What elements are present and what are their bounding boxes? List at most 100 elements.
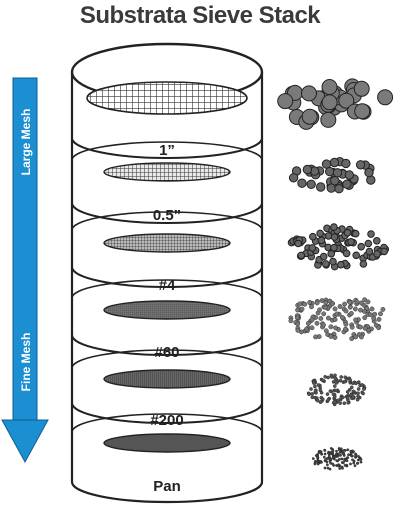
particle: [299, 306, 305, 312]
particle: [365, 299, 371, 305]
particle: [358, 300, 364, 306]
particle: [309, 304, 314, 310]
particle: [319, 390, 324, 395]
particle: [358, 334, 364, 340]
particle: [337, 260, 345, 269]
particle: [345, 389, 350, 394]
particle: [339, 447, 343, 451]
particle: [313, 388, 318, 393]
particle: [356, 387, 361, 391]
particle: [318, 400, 323, 405]
particle: [331, 392, 336, 397]
particle: [351, 458, 354, 462]
particle: [328, 467, 332, 471]
particle: [319, 459, 323, 463]
particle: [372, 311, 378, 317]
sieve-label-5: #200: [150, 412, 183, 429]
particle: [338, 378, 343, 383]
particle: [302, 164, 313, 175]
particle: [343, 308, 349, 314]
particle: [327, 455, 331, 459]
particle: [302, 301, 308, 307]
sieve-label-4: #60: [154, 344, 179, 361]
particle: [334, 184, 344, 194]
particle: [319, 298, 325, 303]
particle: [338, 92, 355, 109]
particle: [334, 388, 338, 393]
particle-samples: [277, 78, 394, 471]
arrow-label-large-mesh: Large Mesh: [19, 109, 33, 176]
particle: [343, 458, 346, 461]
particle: [361, 391, 365, 396]
particle-cluster-6: [311, 446, 363, 471]
particle: [323, 452, 327, 456]
particle: [312, 381, 316, 385]
particle: [347, 304, 353, 310]
particle: [353, 334, 359, 340]
particle: [357, 242, 366, 251]
particle: [322, 304, 328, 310]
particle: [314, 300, 320, 306]
particle: [310, 392, 315, 396]
particle: [340, 395, 345, 400]
particle: [342, 379, 347, 384]
particle: [354, 103, 371, 120]
particle: [348, 378, 353, 383]
particle: [343, 375, 348, 380]
particle: [313, 334, 318, 340]
particle: [330, 243, 338, 252]
particle: [333, 376, 337, 380]
particle: [337, 463, 340, 467]
particle: [329, 257, 337, 266]
particle: [356, 391, 360, 396]
particle: [321, 79, 338, 95]
sieve-label-6: Pan: [153, 478, 181, 495]
particle: [332, 168, 343, 178]
particle-cluster-1: [277, 78, 394, 130]
particle: [334, 311, 340, 317]
particle: [329, 458, 333, 462]
particle: [348, 310, 354, 316]
particle: [340, 465, 344, 469]
particle: [329, 157, 340, 168]
particle: [333, 400, 337, 404]
particle: [364, 239, 373, 248]
particle: [341, 461, 345, 465]
particle: [327, 250, 336, 258]
particle: [316, 462, 320, 466]
particle: [353, 317, 358, 323]
particle: [326, 375, 330, 380]
particle: [332, 335, 338, 340]
particle: [328, 324, 334, 330]
particle: [306, 179, 316, 190]
particle: [297, 251, 306, 260]
particle: [376, 316, 382, 322]
particle: [342, 448, 346, 452]
particle: [319, 252, 328, 261]
particle: [310, 395, 315, 400]
particle: [359, 260, 368, 268]
particle: [362, 387, 366, 391]
particle: [340, 457, 344, 461]
particle: [314, 454, 318, 457]
particle: [328, 389, 333, 393]
particle: [332, 306, 338, 312]
particle: [326, 398, 331, 402]
particle: [335, 459, 339, 463]
particle: [323, 374, 328, 379]
particle: [320, 111, 337, 128]
particle: [360, 383, 364, 387]
particle: [349, 462, 352, 466]
particle: [378, 311, 383, 317]
particle: [330, 176, 340, 186]
particle: [317, 307, 322, 313]
particle: [301, 108, 318, 125]
particle: [325, 460, 329, 464]
particle: [343, 228, 352, 237]
particle: [338, 467, 342, 470]
particle: [342, 451, 345, 455]
particle: [356, 380, 361, 385]
particle: [313, 384, 317, 389]
particle: [376, 325, 381, 331]
